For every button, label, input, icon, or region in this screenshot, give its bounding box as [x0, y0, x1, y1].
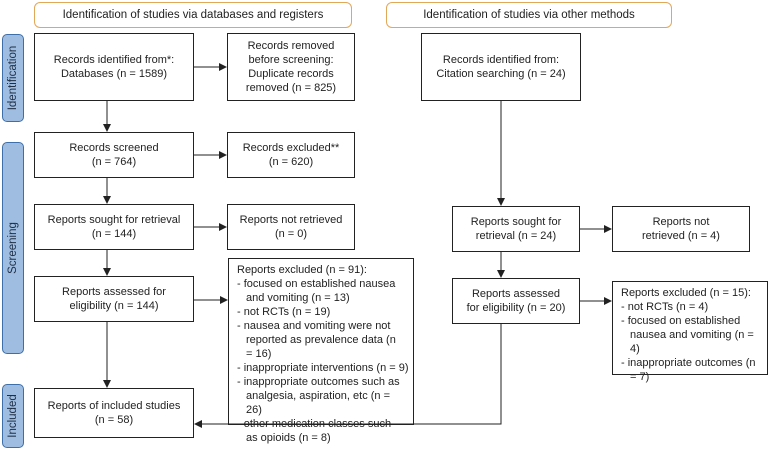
box-reports-excluded-databases: Reports excluded (n = 91): - focused on … — [228, 258, 414, 444]
header-other-methods: Identification of studies via other meth… — [386, 2, 672, 28]
text-line: (n = 144) — [91, 228, 137, 240]
box-records-identified-citation: Records identified from: Citation search… — [421, 33, 581, 101]
excluded-reason: - focused on established nausea and vomi… — [621, 315, 754, 355]
header-databases: Identification of studies via databases … — [34, 2, 352, 28]
phase-identification: Identification — [2, 34, 24, 122]
excluded-reason: - nausea and vomiting were not reported … — [237, 320, 396, 360]
box-reports-sought-databases: Reports sought for retrieval (n = 144) — [34, 204, 194, 250]
text-line: retrieved (n = 4) — [642, 230, 720, 242]
text-line: removed (n = 825) — [245, 82, 337, 94]
box-reports-not-retrieved-other: Reports not retrieved (n = 4) — [612, 206, 750, 252]
text-line: Databases (n = 1589) — [60, 68, 168, 80]
text-line: Reports sought for retrieval — [47, 214, 181, 226]
text-line: Reports assessed for — [62, 286, 166, 298]
text-line: Duplicate records — [248, 68, 334, 80]
text-line: Records screened — [69, 142, 159, 154]
text-line: Citation searching (n = 24) — [436, 68, 566, 80]
box-included-studies: Reports of included studies (n = 58) — [34, 388, 194, 438]
phase-screening: Screening — [2, 142, 24, 354]
excluded-title: Reports excluded (n = 15): — [621, 287, 751, 299]
box-records-screened: Records screened (n = 764) — [34, 132, 194, 178]
text-line: for eligibility (n = 20) — [466, 302, 566, 314]
phase-included-label: Included — [7, 394, 19, 438]
text-line: (n = 58) — [94, 414, 134, 426]
box-reports-not-retrieved-databases: Reports not retrieved (n = 0) — [227, 204, 355, 250]
box-records-excluded: Records excluded** (n = 620) — [227, 132, 355, 178]
box-records-identified-databases: Records identified from*: Databases (n =… — [34, 33, 194, 101]
text-line: Reports assessed — [471, 288, 561, 300]
text-line: Reports not — [652, 216, 710, 228]
text-line: (n = 764) — [91, 156, 137, 168]
excluded-reason: - not RCTs (n = 19) — [237, 306, 331, 318]
text-line: Records identified from: — [442, 54, 560, 66]
text-line: Records identified from*: — [53, 54, 175, 66]
text-line: (n = 0) — [274, 228, 308, 240]
excluded-reason: - not RCTs (n = 4) — [621, 301, 709, 313]
excluded-title: Reports excluded (n = 91): — [237, 264, 367, 276]
excluded-reason: - focused on established nausea and vomi… — [237, 278, 396, 304]
text-line: before screening: — [248, 54, 334, 66]
text-line: Reports sought for — [470, 216, 562, 228]
text-line: (n = 620) — [268, 156, 314, 168]
text-line: eligibility (n = 144) — [69, 300, 159, 312]
text-line: Records removed — [247, 40, 335, 52]
phase-identification-label: Identification — [7, 45, 19, 111]
box-reports-excluded-other: Reports excluded (n = 15): - not RCTs (n… — [612, 281, 768, 383]
excluded-reason: - inappropriate outcomes such as analges… — [237, 376, 400, 416]
text-line: retrieval (n = 24) — [475, 230, 557, 242]
box-reports-sought-other: Reports sought for retrieval (n = 24) — [452, 206, 580, 252]
phase-screening-label: Screening — [7, 222, 19, 274]
excluded-reason: - inappropriate interventions (n = 9) — [237, 362, 409, 374]
box-reports-assessed-databases: Reports assessed for eligibility (n = 14… — [34, 276, 194, 322]
text-line: Reports not retrieved — [239, 214, 343, 226]
text-line: Reports of included studies — [47, 400, 181, 412]
phase-included: Included — [2, 384, 24, 448]
text-line: Records excluded** — [242, 142, 340, 154]
box-records-removed: Records removed before screening: Duplic… — [227, 33, 355, 101]
excluded-reason: - inappropriate outcomes (n = 7) — [621, 357, 756, 383]
excluded-reason: - other medication classes such as opioi… — [237, 418, 392, 444]
box-reports-assessed-other: Reports assessed for eligibility (n = 20… — [452, 278, 580, 324]
